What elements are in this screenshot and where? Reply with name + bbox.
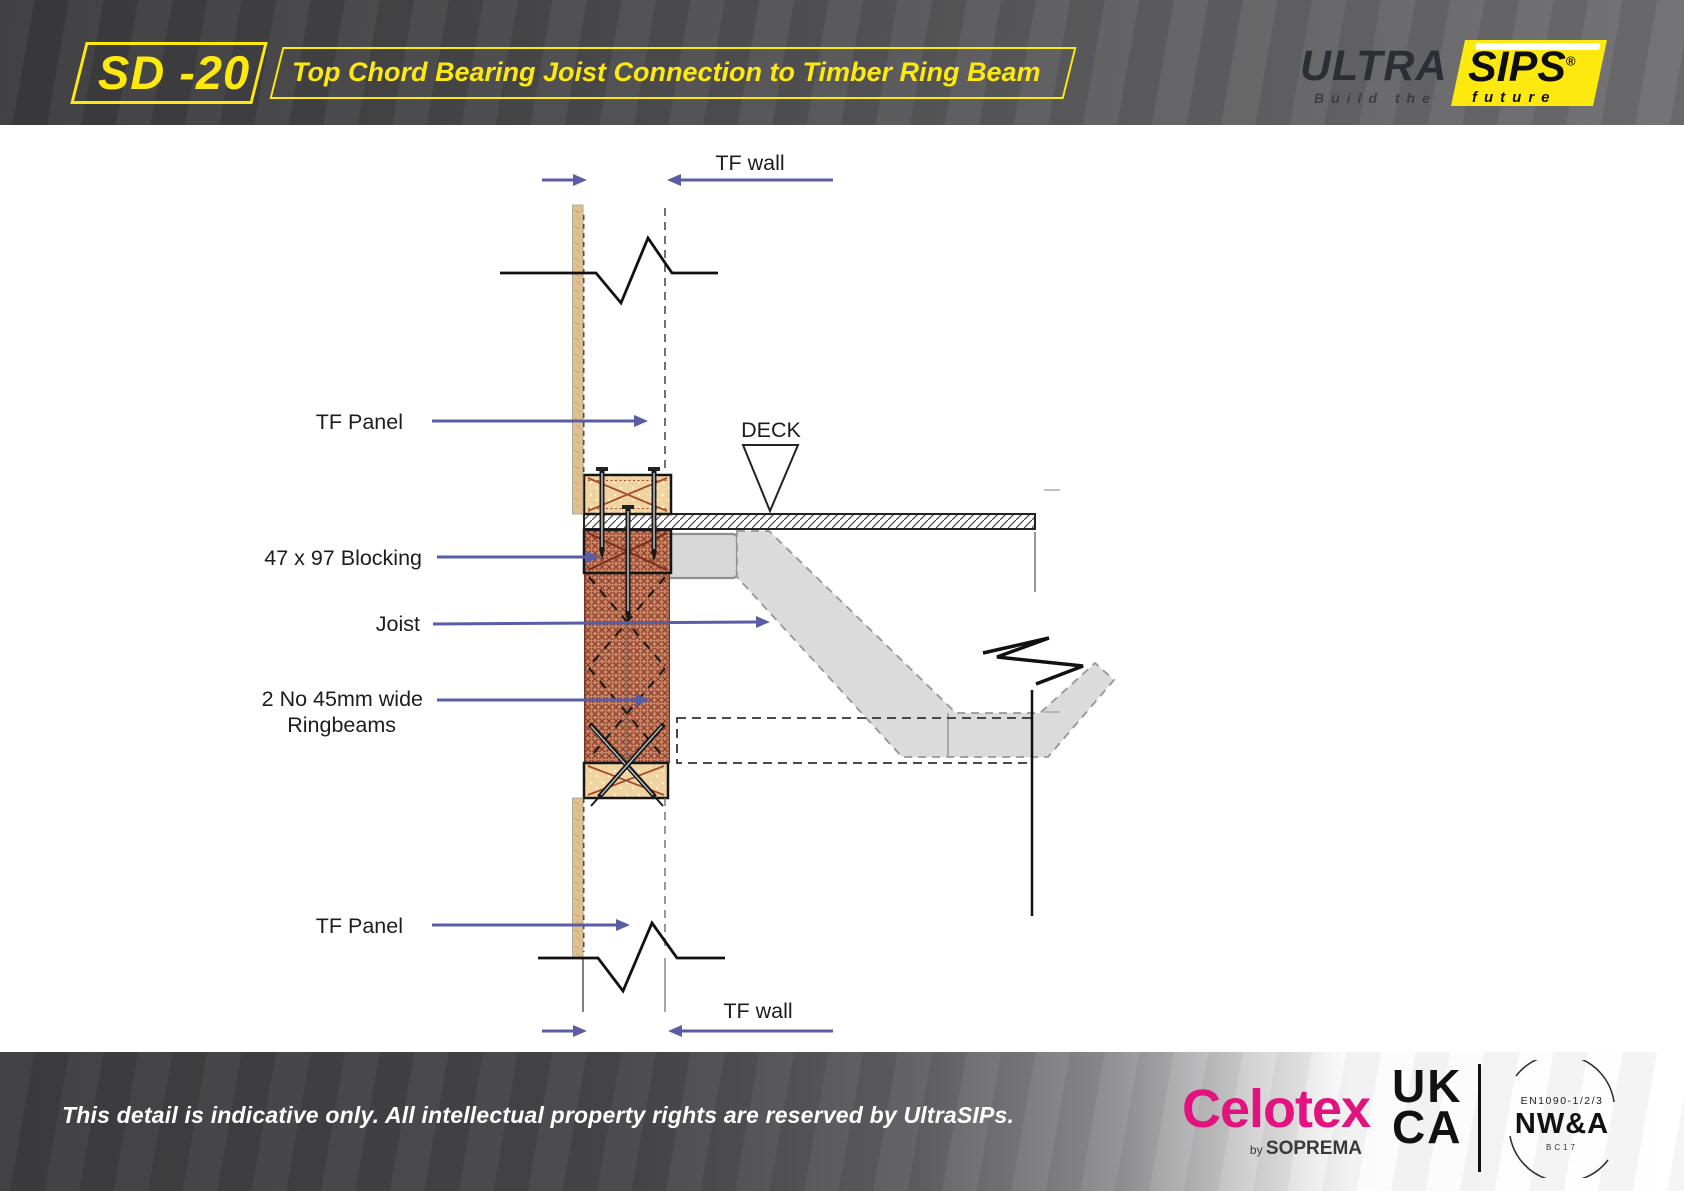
arrow-tf-panel-bottom bbox=[432, 919, 630, 931]
logo-sips-text: SIPS® bbox=[1468, 43, 1576, 91]
detail-code: SD -20 bbox=[97, 46, 251, 99]
arrow-joist bbox=[432, 616, 770, 628]
screw-2 bbox=[648, 467, 660, 562]
logo-tagline-right: future bbox=[1472, 89, 1557, 106]
break-symbol-top bbox=[500, 235, 718, 306]
label-ringbeams-line2: Ringbeams bbox=[287, 713, 396, 737]
arrow-tf-wall-bottom-right bbox=[668, 1025, 833, 1037]
ultrasips-logo: ULTRA SIPS® Build the future bbox=[1300, 40, 1610, 112]
logo-tagline-left: Build the bbox=[1314, 90, 1437, 106]
celotex-wordmark: Celotex bbox=[1182, 1079, 1371, 1139]
deck-marker-icon bbox=[741, 444, 800, 514]
extension-lines bbox=[582, 958, 666, 1012]
screw-1 bbox=[596, 467, 608, 560]
joist-web bbox=[736, 530, 1116, 758]
celotex-logo: Celotex by SOPREMA bbox=[1182, 1078, 1371, 1160]
ukca-uk-text: UK bbox=[1392, 1060, 1463, 1112]
screw-fixings bbox=[588, 467, 666, 807]
arrow-tf-wall-bottom-left bbox=[542, 1025, 587, 1037]
tf-panel-sheathing bbox=[572, 204, 585, 959]
label-blocking: 47 x 97 Blocking bbox=[264, 546, 422, 570]
break-symbol-bottom bbox=[538, 920, 725, 994]
label-tf-wall-bottom: TF wall bbox=[723, 999, 792, 1023]
joist-seat bbox=[662, 532, 739, 580]
deck-slab bbox=[583, 513, 1036, 530]
break-symbol-right bbox=[982, 636, 1084, 686]
label-tf-panel-bottom: TF Panel bbox=[316, 914, 403, 938]
nwa-seal: EN1090-1/2/3 NW&A BC17 bbox=[1486, 1053, 1638, 1183]
ukca-divider bbox=[1478, 1064, 1481, 1172]
nwa-body-text: NW&A bbox=[1515, 1108, 1609, 1140]
label-deck: DECK bbox=[741, 418, 801, 442]
arrow-ringbeams bbox=[437, 694, 650, 706]
nwa-standard-text: EN1090-1/2/3 bbox=[1521, 1095, 1604, 1107]
arrow-tf-wall-top-right bbox=[667, 174, 833, 186]
header-bar: SD -20 Top Chord Bearing Joist Connectio… bbox=[0, 0, 1684, 125]
soprema-label: by SOPREMA bbox=[1249, 1138, 1362, 1159]
screw-3 bbox=[622, 505, 634, 624]
page-title: Top Chord Bearing Joist Connection to Ti… bbox=[292, 57, 1041, 87]
label-joist: Joist bbox=[376, 612, 420, 636]
nwa-cert-text: BC17 bbox=[1546, 1143, 1578, 1152]
label-tf-wall-top: TF wall bbox=[715, 151, 784, 175]
registered-mark-icon: ® bbox=[1566, 53, 1576, 69]
label-tf-panel-top: TF Panel bbox=[316, 410, 403, 434]
footer-bar: This detail is indicative only. All inte… bbox=[0, 1052, 1684, 1191]
screw-cross-pair bbox=[588, 722, 666, 807]
ukca-ca-text: CA bbox=[1392, 1101, 1463, 1154]
arrow-blocking bbox=[437, 551, 600, 563]
logo-ultra-text: ULTRA bbox=[1300, 42, 1448, 90]
arrow-tf-wall-top-left bbox=[542, 174, 587, 186]
label-ringbeams-line1: 2 No 45mm wide bbox=[262, 687, 423, 711]
ukca-mark: UK CA bbox=[1392, 1060, 1463, 1154]
leader-arrows bbox=[432, 174, 833, 1037]
disclaimer-text: This detail is indicative only. All inte… bbox=[62, 1102, 1015, 1128]
arrow-tf-panel-top bbox=[432, 415, 648, 427]
